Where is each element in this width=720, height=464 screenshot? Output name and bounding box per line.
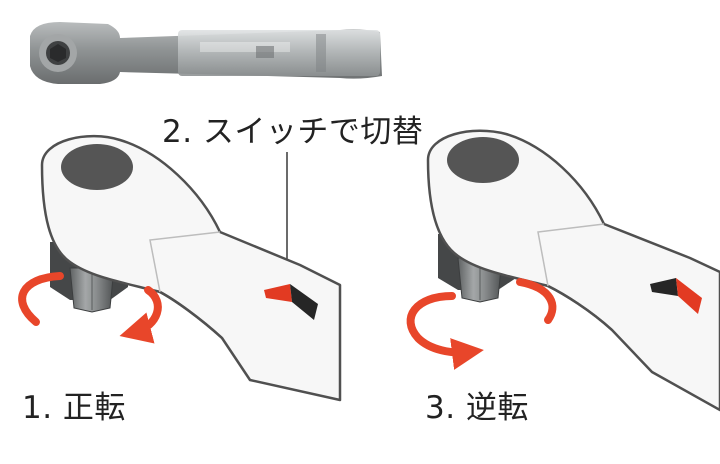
switch-label: 2. スイッチで切替 xyxy=(162,114,424,150)
forward-label: 1. 正転 xyxy=(22,390,126,426)
reverse-label: 3. 逆転 xyxy=(425,390,529,426)
wrench-reverse xyxy=(426,129,720,412)
switch-forward xyxy=(264,284,318,320)
switch-reverse xyxy=(650,278,702,314)
wrench-photo xyxy=(30,22,382,84)
arrow-forward xyxy=(18,272,162,344)
arrow-reverse xyxy=(406,278,557,370)
wrench-forward xyxy=(40,134,342,402)
